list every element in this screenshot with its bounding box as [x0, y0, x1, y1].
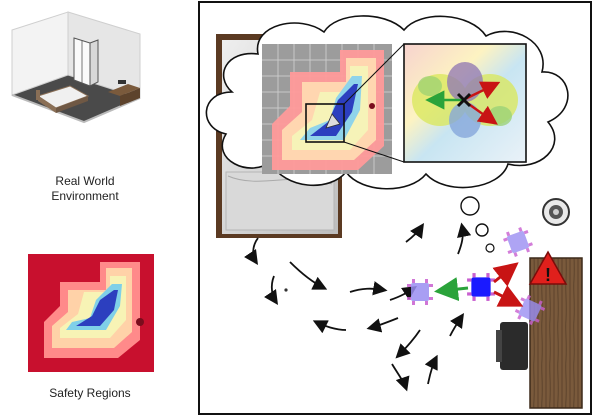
cloud-safety-grid — [262, 44, 392, 174]
zoom-connector-bottom — [343, 141, 405, 163]
trajectory-arrows — [244, 222, 472, 392]
warning-symbol: ! — [545, 265, 551, 285]
chosen-action-arrow — [434, 277, 469, 302]
trash-bin-icon — [542, 198, 570, 226]
environment-caption-line1: Real World — [55, 174, 114, 188]
rejected-action-arrow-down — [493, 285, 524, 307]
safety-regions-caption: Safety Regions — [49, 386, 130, 400]
warning-triangle-icon: ! — [528, 250, 568, 285]
zoomed-action-samples — [403, 43, 527, 163]
rejected-action-arrow-up — [492, 262, 519, 287]
chair-icon — [496, 322, 528, 370]
room-3d-icon — [11, 11, 141, 124]
zoom-connector-top — [343, 43, 405, 105]
environment-caption-line2: Environment — [51, 189, 119, 203]
safety-map-icon — [28, 254, 154, 372]
waypoint-dot — [284, 288, 288, 292]
